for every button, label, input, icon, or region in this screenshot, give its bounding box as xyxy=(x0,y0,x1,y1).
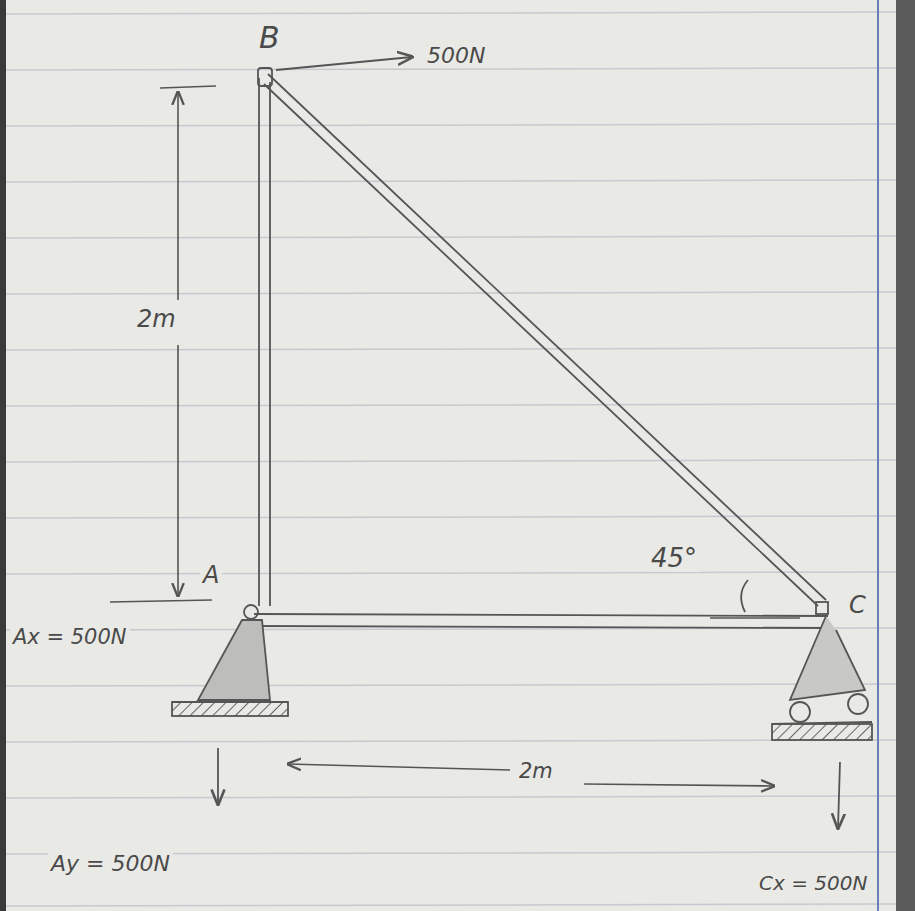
force-value: 500N xyxy=(424,44,488,68)
page-edge xyxy=(0,0,6,911)
dimension-label: 2m xyxy=(516,760,556,783)
pin-support xyxy=(172,620,288,716)
margin-line xyxy=(877,0,879,911)
truss-members xyxy=(244,68,828,628)
dimension-label: 2m xyxy=(134,306,179,332)
angle-arc xyxy=(741,580,748,612)
joint-label: A xyxy=(200,562,222,588)
angle-label: 45° xyxy=(648,544,700,572)
dimension-line xyxy=(584,784,774,786)
reaction-label: Ay = 500N xyxy=(48,852,173,876)
reaction-arrow xyxy=(838,762,840,828)
reaction-label: Ax = 500N xyxy=(10,626,130,649)
dimension-line xyxy=(288,764,510,770)
reference-line xyxy=(710,617,800,618)
joint-label: C xyxy=(846,592,869,618)
dimension-line xyxy=(110,86,216,602)
ruled-lines xyxy=(0,12,915,906)
page-edge xyxy=(896,0,915,911)
force-arrow xyxy=(276,57,412,70)
joint-label: B xyxy=(256,22,283,54)
roller-support xyxy=(772,616,872,740)
reaction-arrow xyxy=(217,748,219,804)
reaction-label: Cx = 500N xyxy=(756,872,870,894)
